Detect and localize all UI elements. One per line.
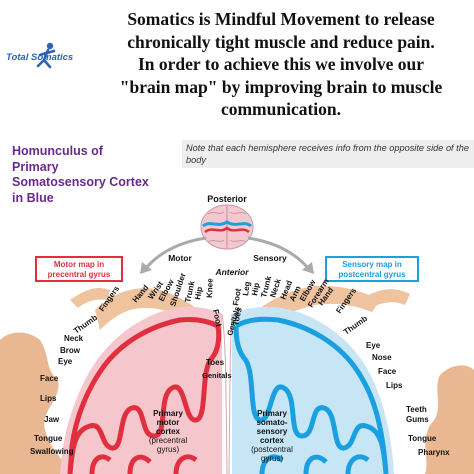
motor-homunculus-face	[0, 332, 70, 474]
motor-label: Motor	[168, 253, 192, 263]
sensory-map-box	[325, 256, 419, 282]
sensory-cortex-caption: Primary	[257, 409, 287, 418]
headline-line: In order to achieve this we involve our	[138, 54, 424, 74]
title-line: Homunculus of	[12, 144, 103, 158]
motor-body-label: Knee	[205, 278, 215, 298]
total-somatics-logo: Total Somatics	[4, 40, 92, 76]
motor-body-label: Toes	[206, 358, 225, 367]
sensory-cortex-caption: cortex	[260, 436, 285, 445]
homunculus-diagram: Motor map in precentral gyrus Sensory ma…	[0, 194, 474, 474]
sensory-body-label: Face	[378, 367, 397, 376]
title-line: Somatosensory Cortex	[12, 175, 149, 190]
sensory-body-label: Teeth	[406, 405, 427, 414]
headline-line: communication.	[220, 99, 342, 119]
motor-cortex-gyri	[67, 317, 222, 474]
motor-body-label: Jaw	[44, 415, 60, 424]
motor-body-label: Swallowing	[30, 447, 74, 456]
sensory-map-box-line2: postcentral gyrus	[338, 270, 406, 279]
motor-map-box	[35, 256, 123, 282]
sensory-cortex-caption: (postcentral	[251, 445, 293, 454]
motor-body-label: Neck	[64, 334, 84, 343]
motor-cortex-caption: (precentral	[149, 436, 187, 445]
headline: Somatics is Mindful Movement to release …	[92, 8, 470, 121]
sensory-label: Sensory	[253, 253, 287, 263]
anterior-label: Anterior	[214, 267, 249, 277]
motor-cortex-caption: cortex	[156, 427, 181, 436]
motor-cortex-caption: motor	[157, 418, 180, 427]
motor-body-label: Tongue	[34, 434, 63, 443]
brain-top-view-icon	[200, 204, 254, 250]
headline-line: chronically tight muscle and reduce pain…	[127, 31, 435, 52]
motor-body-label: Hip	[193, 286, 204, 300]
motor-cortex-caption: Primary	[153, 409, 183, 418]
sensory-body-label: Lips	[386, 381, 403, 390]
sensory-cortex-caption: gyrus)	[261, 454, 284, 463]
title-line: Primary	[12, 159, 59, 174]
posterior-label: Posterior	[207, 194, 247, 204]
sensory-body-label: Pharynx	[418, 448, 450, 457]
sensory-body-label: Hip	[250, 282, 261, 296]
sensory-cortex-gyri	[233, 316, 389, 474]
motor-body-label: Foot	[211, 309, 223, 328]
motor-cortex-caption: gyrus)	[157, 445, 180, 454]
headline-line: "brain map" by improving brain to muscle	[119, 76, 443, 97]
sensory-body-label: Gums	[406, 415, 429, 424]
homunculus-title: Homunculus of Primary Somatosensory Cort…	[12, 144, 172, 206]
motor-body-label: Lips	[40, 394, 57, 403]
sensory-cortex-caption: sensory	[257, 427, 288, 436]
sensory-body-label: Tongue	[408, 434, 437, 443]
sensory-map-box-line1: Sensory map in	[342, 260, 402, 269]
motor-map-box-line2: precentral gyrus	[48, 270, 111, 279]
sensory-body-label: Nose	[372, 353, 392, 362]
motor-body-label: Brow	[60, 346, 81, 355]
title-line: in Blue	[12, 190, 54, 205]
sensory-body-label: Leg	[241, 281, 252, 296]
sensory-body-label: Foot	[231, 287, 243, 306]
sensory-cortex-caption: somato-	[256, 418, 287, 427]
runner-figure-icon	[36, 42, 56, 69]
sensory-homunculus-face	[425, 365, 474, 474]
sensory-body-label: Eye	[366, 341, 381, 350]
sensory-body-label: Thumb	[342, 314, 369, 337]
motor-body-label: Genitals	[202, 371, 232, 380]
sensory-body-label: Toes	[231, 306, 244, 326]
motor-body-label: Face	[40, 374, 59, 383]
motor-body-label: Thumb	[72, 313, 99, 336]
motor-map-box-line1: Motor map in	[54, 260, 104, 269]
headline-line: Somatics is Mindful Movement to release	[127, 9, 435, 29]
hemisphere-note: Note that each hemisphere receives info …	[182, 140, 474, 168]
motor-body-label: Eye	[58, 357, 73, 366]
logo-text: Total Somatics	[6, 52, 74, 63]
